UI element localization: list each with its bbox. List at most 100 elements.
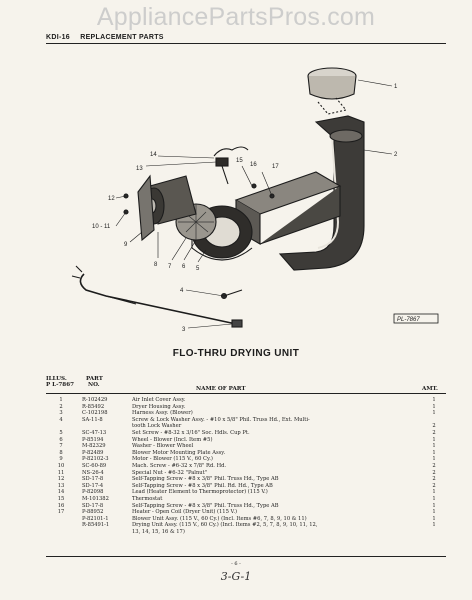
illus-cell: 17 (57, 509, 65, 516)
part-name-cell: Washer - Blower Wheel (132, 443, 194, 450)
handwritten-note: 3-G-1 (220, 570, 252, 583)
amount-cell: 1 (432, 515, 436, 522)
amount-cell: 2 (432, 476, 436, 483)
col-header-illus-ref: P L-7867 (46, 382, 74, 388)
callout-5: 5 (196, 266, 200, 272)
part-no-cell: R-102429 (82, 397, 108, 403)
part-no-cell: SD-17-8 (82, 476, 104, 483)
part-no-cell: P-82098 (82, 489, 104, 496)
illus-cell: 9 (59, 456, 63, 463)
amount-cell: 1 (432, 410, 436, 417)
amount-cell: 1 (432, 449, 436, 456)
illus-cell: 13 (57, 482, 65, 489)
callout-10-11: 10 - 11 (92, 224, 111, 230)
part-name-cell: Harness Assy. (Blower) (132, 410, 193, 417)
amount-cell: 2 (432, 469, 436, 476)
amount-cell: 2 (432, 430, 436, 436)
callout-9: 9 (124, 242, 128, 248)
part-name-cell: Set Screw - #8-32 x 3/16" Soc. Hdls. Cup… (132, 430, 250, 436)
part-name-cell: Air Inlet Cover Assy. (132, 397, 186, 403)
amount-cell: 2 (432, 423, 436, 430)
col-header-illus: ILLUS. (46, 376, 67, 382)
illus-cell: 7 (59, 443, 63, 450)
callout-7: 7 (168, 264, 172, 270)
part-no-cell: M-82329 (82, 443, 106, 450)
part-no-cell: C-102198 (82, 410, 108, 417)
table-row: R-85491-1 Drying Unit Assy. (115 V., 60 C… (46, 522, 446, 528)
figure-id-box (393, 313, 439, 324)
illus-cell: 14 (57, 489, 65, 496)
callout-2: 2 (394, 152, 398, 158)
callout-15: 15 (236, 158, 243, 164)
part-no-cell: R-85492 (82, 403, 105, 410)
part-no-cell: P-88952 (82, 509, 104, 516)
illus-cell: 11 (57, 469, 65, 476)
table-row: P-82101-1 Blower Unit Assy. (115 V., 60 C… (46, 516, 446, 522)
part-name-cell: tooth Lock Washer (132, 423, 182, 430)
part-name-cell: Dryer Housing Assy. (132, 403, 186, 410)
illus-cell: 15 (57, 496, 65, 502)
table-row: 7 M-82329 Washer - Blower Wheel 1 (46, 443, 446, 449)
callout-17: 17 (272, 164, 279, 170)
illus-cell: 2 (59, 403, 63, 410)
part-name-cell: Self-Tapping Screw - #8 x 3/8" Phil. Tru… (132, 476, 279, 483)
amount-cell: 1 (432, 436, 436, 443)
amount-cell: 1 (432, 522, 436, 529)
table-row: 5 SC-47-13 Set Screw - #8-32 x 3/16" Soc. … (46, 430, 446, 436)
table-row: 8 P-82489 Blower Motor Mounting Plate Assy… (46, 450, 446, 456)
part-name-cell: Thermostat (132, 496, 163, 502)
table-row: tooth Lock Washer 2 (46, 423, 446, 429)
model-number: KDI-16 (46, 34, 70, 41)
col-header-part: PART (86, 376, 103, 382)
illus-cell: 8 (59, 449, 63, 456)
amount-cell: 1 (432, 502, 436, 509)
illus-cell: 4 (59, 416, 63, 423)
part-no-cell: SC-60-89 (82, 463, 107, 469)
table-row: 12 SD-17-8 Self-Tapping Screw - #8 x 3/8" … (46, 476, 446, 482)
col-header-amt: AMT. (422, 386, 438, 392)
part-no-cell: SD-17-8 (82, 502, 104, 509)
illus-cell: 5 (59, 430, 63, 436)
callout-12: 12 (108, 196, 115, 202)
callout-6: 6 (182, 264, 186, 270)
part-no-cell: P-82101-1 (82, 515, 109, 522)
part-name-cell: Heater - Open Coil (Dryer Unit) (115 V.) (132, 509, 238, 516)
illus-cell: 6 (59, 436, 63, 443)
col-header-name: NAME OF PART (196, 386, 246, 392)
exploded-diagram: 1 2 3 4 5 6 7 8 9 10 - 11 12 13 14 15 16… (71, 67, 439, 333)
callout-3: 3 (182, 327, 186, 333)
part-no-cell: NS-26-4 (82, 469, 104, 476)
part-no-cell: P-82489 (82, 449, 104, 456)
callout-1: 1 (394, 84, 398, 90)
amount-cell: 1 (432, 456, 436, 463)
part-name-cell: Self-Tapping Screw - #8 x 3/8" Phil. Rd.… (132, 482, 273, 489)
amount-cell: 2 (432, 482, 436, 489)
illus-cell: 12 (57, 476, 65, 483)
table-row: 2 R-85492 Dryer Housing Assy. 1 (46, 404, 446, 410)
illus-cell: 16 (57, 502, 65, 509)
part-name-cell: Blower Unit Assy. (115 V., 60 Cy.) (Incl… (132, 515, 307, 522)
part-no-cell: R-85491-1 (82, 522, 110, 529)
amount-cell: 1 (432, 443, 436, 450)
amount-cell: 1 (432, 489, 436, 496)
callout-16: 16 (250, 162, 257, 168)
part-name-cell: Drying Unit Assy. (115 V., 60 Cy.) (Incl… (132, 522, 318, 529)
figure-title: FLO-THRU DRYING UNIT (172, 348, 300, 359)
part-name-cell: 13, 14, 15, 16 & 17) (132, 529, 185, 535)
amount-cell: 1 (432, 403, 436, 410)
part-name-cell: Blower Motor Mounting Plate Assy. (132, 449, 226, 456)
header-rule (46, 43, 446, 44)
table-row: 17 P-88952 Heater - Open Coil (Dryer Unit)… (46, 509, 446, 515)
harness (79, 273, 237, 325)
part-no-cell: SC-47-13 (82, 430, 107, 436)
